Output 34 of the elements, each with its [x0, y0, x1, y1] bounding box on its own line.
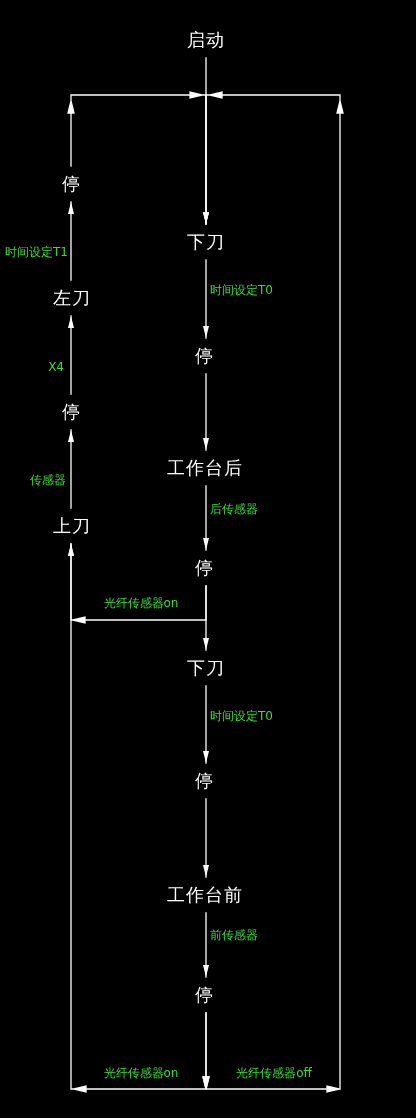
edge-label: 光纤传感器on — [103, 1066, 179, 1080]
edge-label: 前传感器 — [210, 928, 258, 942]
step-label: 启动 — [185, 22, 227, 58]
flow-arrow — [203, 685, 209, 764]
edge-label: 光纤传感器on — [103, 596, 179, 610]
edge-label: 时间设定T0 — [210, 709, 273, 723]
step-label: 停 — [192, 763, 216, 799]
step-label: 工作台后 — [165, 450, 245, 486]
edge-label: 时间设定T0 — [210, 283, 273, 297]
step-label: 左刀 — [51, 280, 93, 316]
flow-arrow — [203, 259, 209, 339]
step-label: 停 — [59, 166, 83, 202]
edge-label: 后传感器 — [210, 502, 258, 516]
edge-label: 传感器 — [30, 473, 66, 487]
step-label: 停 — [192, 550, 216, 586]
flow-arrow — [203, 485, 209, 551]
flow-arrow — [203, 912, 209, 978]
flow-arrow — [203, 373, 209, 451]
flow-arrow — [68, 315, 74, 395]
step-label: 停 — [59, 394, 83, 430]
edge-label: X4 — [48, 360, 64, 374]
edge-label: 光纤传感器off — [236, 1066, 312, 1080]
step-label: 停 — [192, 977, 216, 1013]
flow-arrow — [68, 201, 74, 281]
flow-arrow — [203, 798, 209, 878]
step-label: 工作台前 — [165, 877, 245, 913]
step-label: 下刀 — [185, 650, 227, 686]
flow-arrow — [68, 429, 74, 509]
step-label: 下刀 — [185, 224, 227, 260]
step-label: 停 — [192, 338, 216, 374]
edge-label: 时间设定T1 — [5, 245, 68, 259]
step-label: 上刀 — [51, 508, 93, 544]
flow-arrow — [67, 91, 209, 225]
flow-arrow — [202, 91, 344, 1093]
